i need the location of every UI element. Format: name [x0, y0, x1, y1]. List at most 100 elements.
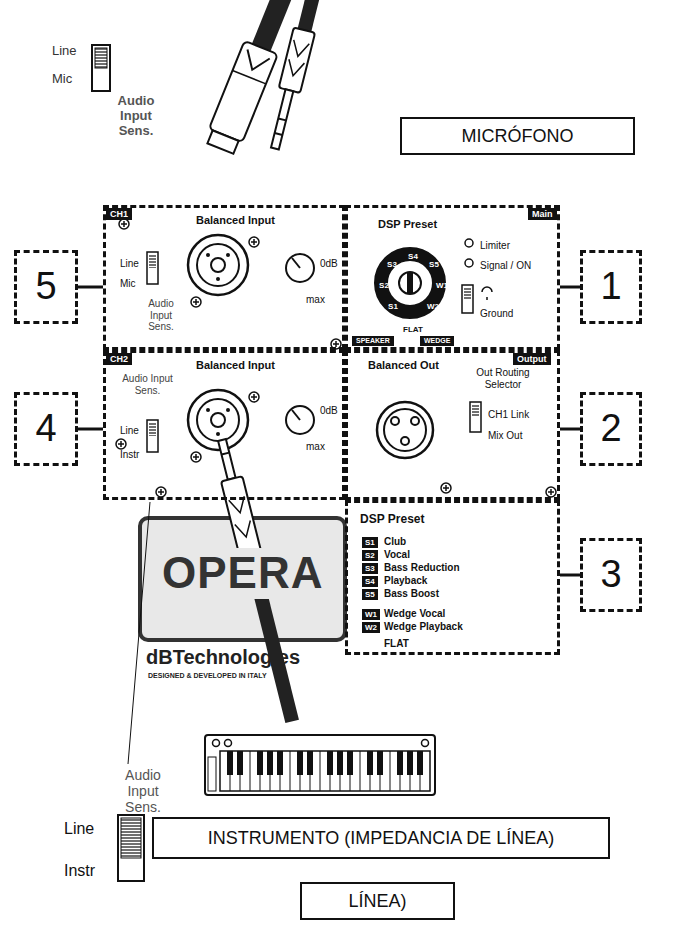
input-panel: CH2Balanced InputAudio Input Sens. LineIn… — [103, 350, 345, 500]
dsp-ring — [381, 254, 439, 312]
label-text: dBTechnologies — [146, 646, 300, 669]
led — [465, 259, 473, 267]
label-text: Line — [120, 258, 139, 270]
label-text: SPEAKER — [352, 336, 394, 346]
label-text: Balanced Input — [196, 359, 275, 372]
label-text: MICRÓFONO — [462, 126, 574, 147]
input-panel: CH1Balanced InputLineMicAudio Input Sens… — [103, 205, 345, 350]
label-text: S1 — [362, 537, 378, 548]
label-text: FLAT — [384, 638, 409, 650]
keyboard — [205, 735, 435, 795]
label-text: Mix Out — [488, 430, 522, 442]
label-text: DSP Preset — [378, 218, 437, 231]
label-text: FLAT — [403, 325, 423, 334]
label-text: Instr — [120, 449, 139, 461]
callout-box: 2 — [580, 392, 642, 466]
output-panel: OutputBalanced OutOut Routing SelectorCH… — [345, 350, 560, 500]
label-text: LÍNEA) — [348, 891, 406, 912]
label-text: 0dB — [320, 405, 338, 417]
label-text: Line — [64, 820, 94, 838]
caption-box: INSTRUMENTO (IMPEDANCIA DE LÍNEA) — [152, 817, 610, 859]
label-text: S4 — [408, 252, 418, 261]
label-text: S2 — [362, 550, 378, 561]
callout-line — [78, 286, 103, 289]
label-text: Wedge Playback — [384, 621, 463, 633]
label-text: W1 — [362, 609, 380, 620]
label-text: CH1 Link — [488, 409, 529, 421]
gain-knob — [286, 254, 314, 282]
label-text: DESIGNED & DEVELOPED IN ITALY — [148, 672, 267, 680]
sens-switch — [147, 420, 158, 452]
label-text: Bass Reduction — [384, 562, 460, 574]
label-text: Main — [528, 208, 557, 220]
label-text: Bass Boost — [384, 588, 439, 600]
gain-knob — [286, 406, 314, 434]
label-text: WEDGE — [420, 336, 454, 346]
label-text: W1 — [436, 281, 448, 290]
ground-symbol — [482, 287, 492, 300]
switch-symbol — [92, 45, 110, 91]
callout-box: 3 — [580, 538, 642, 612]
callout-line — [560, 286, 580, 289]
dsp-knob — [399, 272, 421, 294]
label-text: Audio Input Sens. — [110, 767, 176, 815]
label-text: Playback — [384, 575, 427, 587]
callout-box: 4 — [14, 392, 78, 466]
callout-box: 1 — [580, 250, 642, 324]
label-text: INSTRUMENTO (IMPEDANCIA DE LÍNEA) — [208, 828, 555, 849]
label-text: Mic — [120, 278, 136, 290]
label-text: Out Routing Selector — [463, 367, 543, 390]
label-text: Ground — [480, 308, 513, 320]
label-text: 0dB — [320, 258, 338, 270]
label-text: Output — [513, 353, 551, 365]
callout-number: 1 — [600, 265, 621, 309]
label-text: Audio Input Sens. — [108, 94, 164, 139]
label-text: S5 — [429, 260, 439, 269]
caption-box: LÍNEA) — [300, 882, 455, 920]
ground-switch — [462, 285, 473, 313]
label-text: W2 — [427, 302, 439, 311]
label-text: S3 — [362, 563, 378, 574]
logo: OPERA dBTechnologiesDESIGNED & DEVELOPED … — [140, 518, 360, 698]
callout-number: 3 — [600, 553, 621, 597]
label-text: S2 — [379, 281, 389, 290]
label-text: Balanced Out — [368, 359, 439, 372]
caption-box: MICRÓFONO — [400, 117, 635, 155]
label-text: Audio Input Sens. — [120, 373, 175, 396]
callout-line — [560, 574, 580, 577]
main-panel: MainDSP PresetS4S3 S5S2 W1S1 W2FLAT LimiterS… — [345, 205, 560, 350]
label-text: W2 — [362, 622, 380, 633]
label-text: Vocal — [384, 549, 410, 561]
label-text: Mic — [52, 72, 72, 87]
label-text: DSP Preset — [360, 513, 424, 527]
combo-connector — [188, 235, 248, 295]
label-text: Line — [52, 44, 77, 59]
label-text: Balanced Input — [196, 214, 275, 227]
callout-number: 2 — [600, 407, 621, 451]
callout-line — [78, 428, 103, 431]
dsp-legend-box: DSP PresetS1ClubS2VocalS3Bass ReductionS… — [345, 500, 560, 655]
label-text: Limiter — [480, 240, 510, 252]
sens-switch — [147, 252, 158, 284]
label-text: Audio Input Sens. — [136, 298, 186, 333]
label-text: Instr — [64, 862, 95, 880]
label-text: OPERA — [160, 548, 325, 599]
label-text: Line — [120, 425, 139, 437]
led — [465, 239, 473, 247]
label-text: max — [306, 294, 325, 306]
label-text: S3 — [387, 260, 397, 269]
label-text: CH1 — [106, 208, 132, 220]
callout-number: 5 — [35, 265, 56, 309]
label-text: CH2 — [106, 353, 132, 365]
routing-switch — [470, 402, 481, 432]
callout-line — [560, 428, 580, 431]
switch-symbol — [118, 815, 144, 881]
label-text: Signal / ON — [480, 260, 531, 272]
jack-plug — [264, 0, 334, 151]
label-text: S1 — [388, 302, 398, 311]
leader-line — [128, 502, 150, 764]
label-text: S4 — [362, 576, 378, 587]
callout-number: 4 — [35, 407, 56, 451]
label-text: max — [306, 441, 325, 453]
